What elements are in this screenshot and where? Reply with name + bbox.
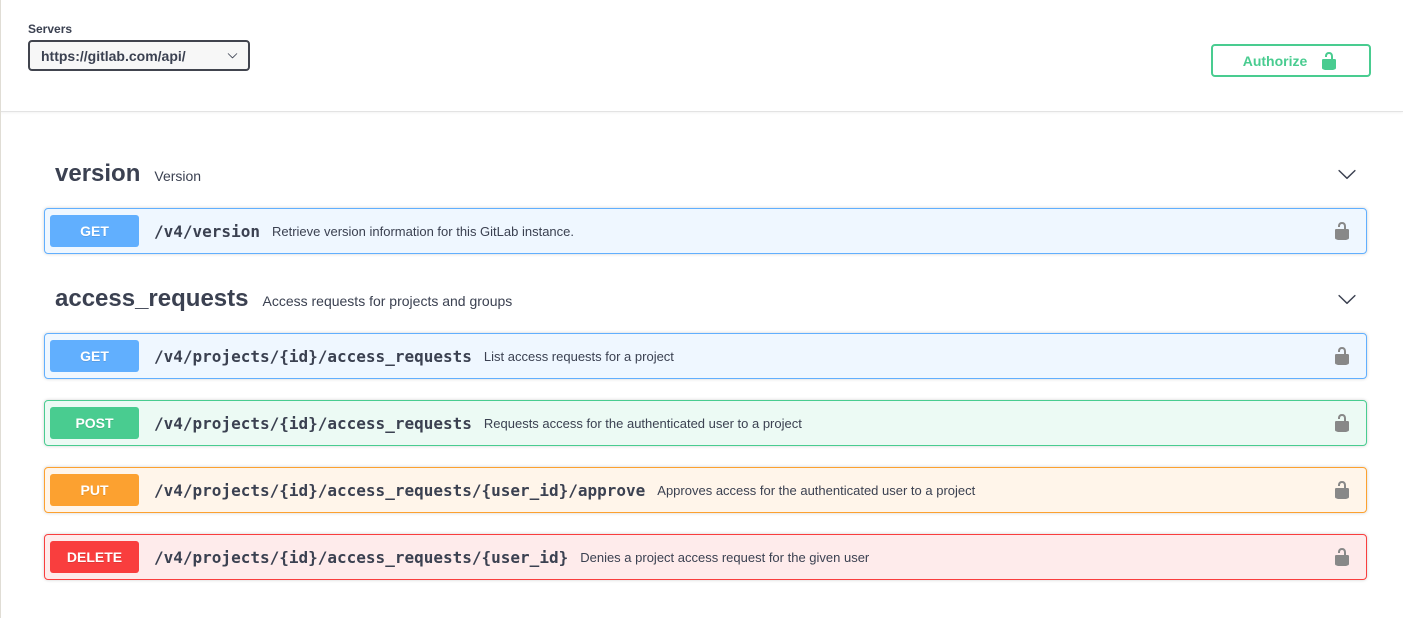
method-badge: GET [50,215,139,247]
tag-section-access-requests[interactable]: access_requests Access requests for proj… [44,275,1367,323]
auth-lock-button[interactable] [1330,411,1354,435]
unlock-icon [1335,347,1349,365]
method-badge: PUT [50,474,139,506]
chevron-down-icon[interactable] [1337,289,1357,309]
servers-label: Servers [28,22,73,36]
scheme-container: Servers https://gitlab.com/api/ Authoriz… [0,0,1403,112]
method-badge: GET [50,340,139,372]
operation-path: /v4/version [154,221,260,241]
operation-row[interactable]: POST /v4/projects/{id}/access_requests R… [44,400,1367,446]
operation-row[interactable]: PUT /v4/projects/{id}/access_requests/{u… [44,467,1367,513]
unlock-icon [1335,548,1349,566]
operation-path: /v4/projects/{id}/access_requests [154,413,472,433]
operation-row[interactable]: GET /v4/version Retrieve version informa… [44,208,1367,254]
operation-summary: Approves access for the authenticated us… [657,482,976,498]
unlock-icon [1335,414,1349,432]
auth-lock-button[interactable] [1330,219,1354,243]
auth-lock-button[interactable] [1330,545,1354,569]
operations-wrapper: version Version GET /v4/version Retrieve… [0,112,1403,580]
operation-path: /v4/projects/{id}/access_requests [154,346,472,366]
auth-wrapper: Authorize [1211,44,1371,77]
tag-description: Version [154,168,202,184]
operation-path: /v4/projects/{id}/access_requests/{user_… [154,547,569,567]
operation-summary: Denies a project access request for the … [580,549,870,565]
operation-summary: Requests access for the authenticated us… [483,415,802,431]
tag-name: access_requests [55,285,249,312]
auth-lock-button[interactable] [1330,344,1354,368]
unlock-icon [1319,51,1339,71]
auth-lock-button[interactable] [1330,478,1354,502]
operation-summary: List access requests for a project [483,348,674,364]
server-select-value: https://gitlab.com/api/ [41,47,186,64]
tag-name: version [55,160,141,187]
unlock-icon [1335,481,1349,499]
operation-row[interactable]: GET /v4/projects/{id}/access_requests Li… [44,333,1367,379]
authorize-button[interactable]: Authorize [1211,44,1371,77]
tag-description: Access requests for projects and groups [262,293,513,309]
chevron-down-icon[interactable] [1337,164,1357,184]
tag-section-version[interactable]: version Version [44,150,1367,198]
unlock-icon [1335,222,1349,240]
servers-block: Servers https://gitlab.com/api/ [28,22,250,71]
operation-summary: Retrieve version information for this Gi… [271,223,574,239]
chevron-down-icon [227,50,238,61]
page-left-edge [0,0,1,618]
operation-row[interactable]: DELETE /v4/projects/{id}/access_requests… [44,534,1367,580]
authorize-button-label: Authorize [1242,52,1308,69]
method-badge: DELETE [50,541,139,573]
server-select[interactable]: https://gitlab.com/api/ [28,40,250,71]
method-badge: POST [50,407,139,439]
operation-path: /v4/projects/{id}/access_requests/{user_… [154,480,646,500]
